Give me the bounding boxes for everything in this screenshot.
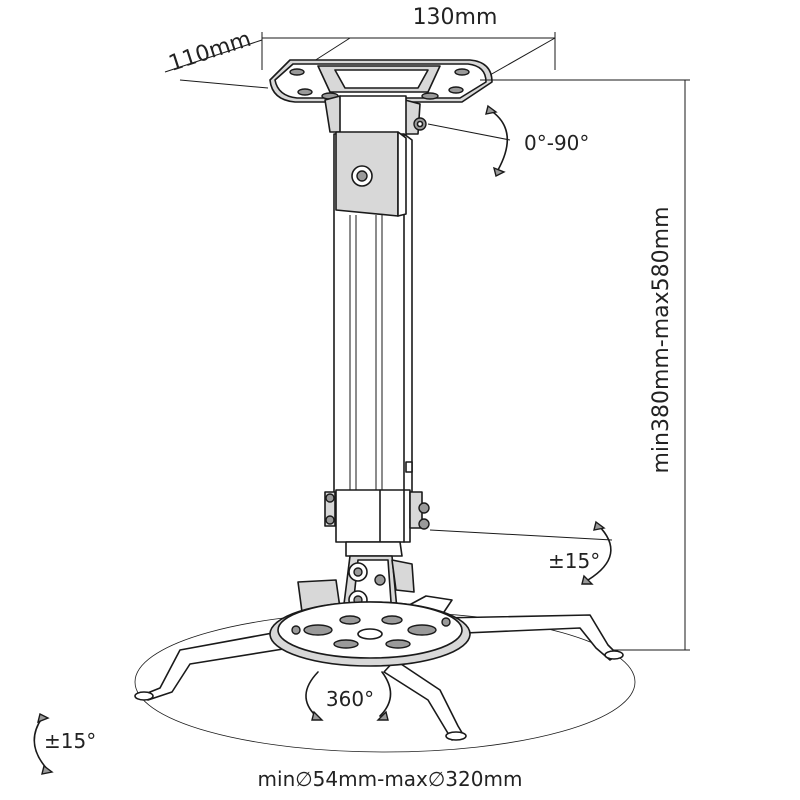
tilt-mid-indicator: ±15° [429, 520, 613, 585]
plate-depth-label: 110mm [166, 27, 254, 77]
plate-width-dimension: 130mm [261, 5, 556, 76]
plate-depth-dimension: 110mm [164, 27, 269, 89]
tilt-top-indicator: 0°-90° [427, 104, 589, 178]
top-bracket [324, 95, 427, 137]
height-dimension: min380mm-max580mm [480, 79, 690, 651]
ceiling-plate [269, 59, 493, 103]
tilt-top-label: 0°-90° [524, 131, 589, 155]
plate-width-label: 130mm [413, 5, 498, 30]
tilt-bottom-label: ±15° [44, 729, 96, 753]
telescopic-pole [333, 131, 413, 501]
lower-clamp [324, 489, 430, 557]
tilt-bottom-indicator: ±15° [33, 712, 96, 775]
arm-range-label: min∅54mm-max∅320mm [258, 767, 523, 791]
rotation-label: 360° [326, 687, 374, 711]
round-base-plate [269, 601, 471, 667]
height-range-label: min380mm-max580mm [649, 206, 674, 473]
rotation-indicator: 360° [305, 671, 392, 721]
tilt-mid-label: ±15° [548, 549, 600, 573]
